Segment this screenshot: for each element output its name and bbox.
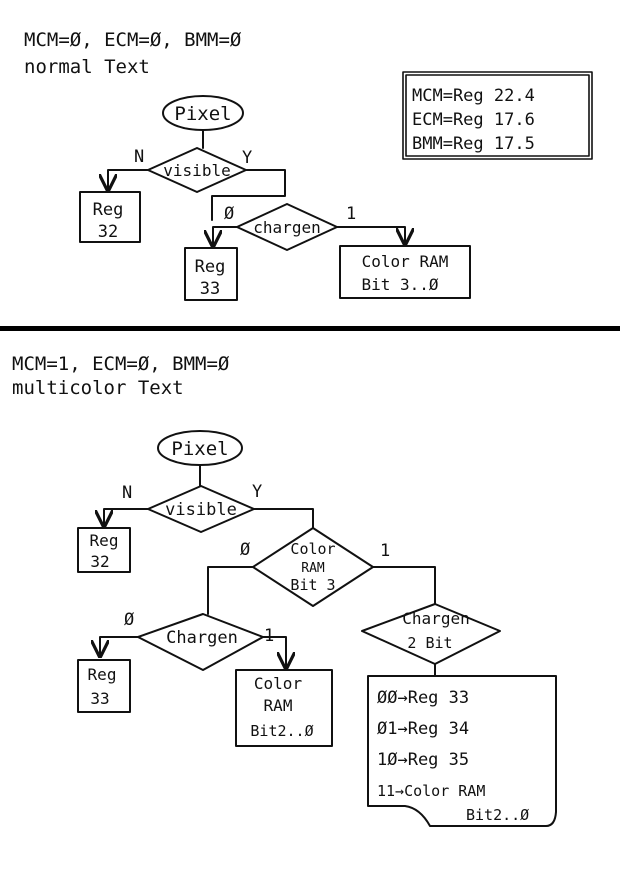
bottom-box-colorram: Color RAM Bit2..Ø [235,669,333,747]
top-arrow-no [108,169,149,190]
svg-text:32: 32 [90,552,109,571]
mapping-10: 1Ø→Reg 35 [377,750,469,770]
top-label-zero: Ø [224,204,234,224]
bottom-decision-chargen: Chargen [137,613,264,671]
top-arrow-one [336,226,405,244]
bottom-box-reg32: Reg 32 [77,527,131,573]
top-header-mode-name: normal Text [24,56,150,78]
top-label-yes: Y [242,148,252,168]
bottom-decision-chargen-2bit: Chargen 2 Bit [361,603,501,665]
bottom-arrow-chargen-zero [100,636,139,656]
mapping-00: ØØ→Reg 33 [377,688,469,708]
svg-text:chargen: chargen [253,218,320,237]
top-decision-visible: visible [147,147,247,193]
svg-text:Bit 3: Bit 3 [290,576,335,594]
bottom-label-no: N [122,483,132,503]
bottom-header-mode-name: multicolor Text [12,377,184,399]
svg-text:Pixel: Pixel [171,438,228,460]
svg-text:RAM: RAM [301,561,325,576]
bottom-mapping-box: ØØ→Reg 33 Ø1→Reg 34 1Ø→Reg 35 11→Color R… [367,675,557,827]
top-label-no: N [134,147,144,167]
top-box-reg32: Reg 32 [79,191,141,243]
bottom-decision-visible: visible [147,485,255,533]
top-label-one: 1 [346,204,356,224]
svg-text:Color: Color [290,540,335,558]
svg-text:visible: visible [163,161,230,180]
bottom-label-zero: Ø [240,540,250,560]
bottom-label-zero-chargen: Ø [124,610,134,630]
top-connector-yes [211,169,286,221]
svg-text:33: 33 [90,689,109,708]
top-box-colorram: Color RAM Bit 3..Ø [339,245,471,299]
svg-text:Chargen: Chargen [166,628,238,648]
mapping-11-bits: Bit2..Ø [466,806,529,824]
section-divider [0,326,620,331]
bottom-box-reg33: Reg 33 [77,659,131,713]
register-note-mcm: MCM=Reg 22.4 [412,86,535,106]
svg-text:Chargen: Chargen [402,609,469,628]
top-box-reg33: Reg 33 [184,247,238,301]
svg-text:Pixel: Pixel [174,103,231,125]
bottom-label-one: 1 [380,541,390,561]
svg-text:Reg: Reg [90,531,119,550]
bottom-start-pixel: Pixel [157,430,243,466]
svg-text:Bit 3..Ø: Bit 3..Ø [361,275,438,294]
svg-text:Bit2..Ø: Bit2..Ø [250,722,313,740]
svg-text:Reg: Reg [195,257,226,277]
top-decision-chargen: chargen [236,203,338,251]
mapping-01: Ø1→Reg 34 [377,719,469,739]
svg-text:33: 33 [200,279,220,299]
mapping-11: 11→Color RAM [377,782,485,800]
svg-text:Color RAM: Color RAM [362,252,449,271]
top-header-modes: MCM=Ø, ECM=Ø, BMM=Ø [24,29,242,51]
bottom-connector-one [372,566,436,605]
bottom-connector-yes [253,508,314,529]
register-note-bmm: BMM=Reg 17.5 [412,134,535,154]
top-start-pixel: Pixel [162,95,244,131]
bottom-decision-colorram-bit3: Color RAM Bit 3 [252,527,374,607]
svg-text:visible: visible [165,500,237,520]
bottom-arrow-chargen-one [262,636,286,668]
svg-text:Color: Color [254,674,303,693]
svg-text:Reg: Reg [88,665,117,684]
bottom-connector-zero [207,566,254,615]
svg-text:2 Bit: 2 Bit [407,634,452,652]
bottom-header-modes: MCM=1, ECM=Ø, BMM=Ø [12,353,230,375]
top-arrow-zero [213,226,238,246]
register-note-ecm: ECM=Reg 17.6 [412,110,535,130]
svg-text:32: 32 [98,222,118,242]
register-note-box: MCM=Reg 22.4 ECM=Reg 17.6 BMM=Reg 17.5 [402,71,593,160]
bottom-label-yes: Y [252,482,262,502]
svg-text:Reg: Reg [93,200,124,220]
svg-text:RAM: RAM [264,696,293,715]
bottom-arrow-no [104,508,149,526]
